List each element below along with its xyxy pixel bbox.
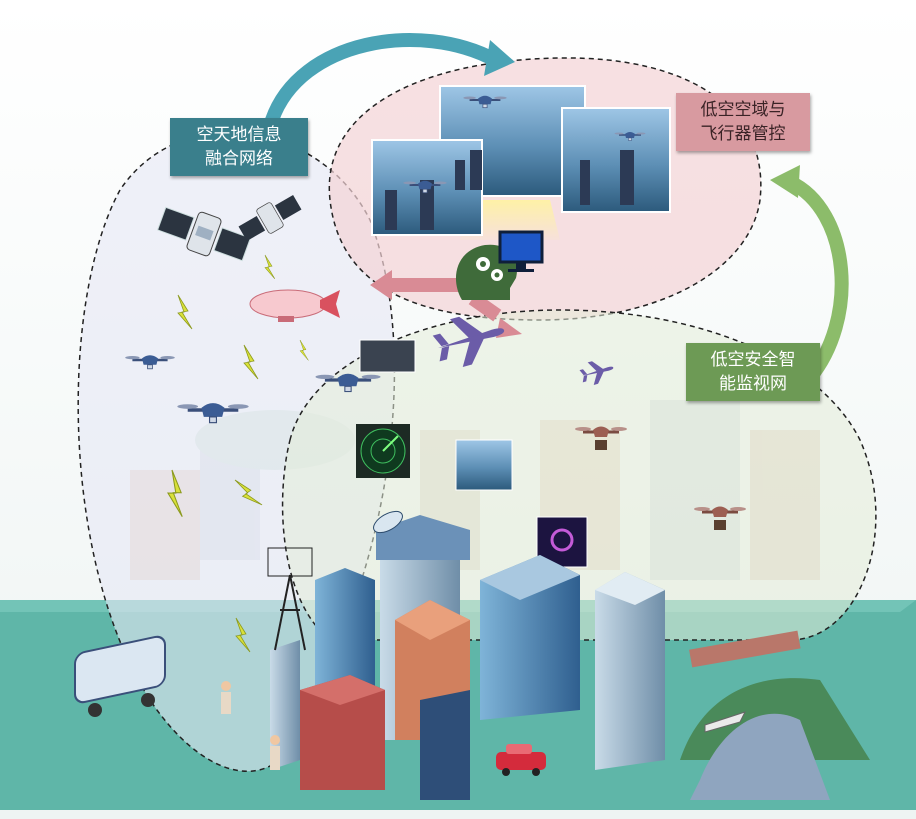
airship-icon	[249, 289, 340, 322]
tower-icon	[267, 547, 313, 651]
label-space-air-ground-network: 空天地信息 融合网络	[170, 118, 308, 176]
label-airspace-control: 低空空域与 飞行器管控	[676, 93, 810, 151]
satellite-icon	[156, 206, 252, 262]
bridge-icon	[680, 630, 870, 800]
arrow-surveillance-to-control	[783, 175, 849, 387]
person-icon	[221, 681, 280, 770]
satellite-icon	[238, 194, 302, 242]
ship-icon	[704, 711, 746, 733]
monitor-icon	[498, 230, 544, 272]
radar-icon	[356, 424, 410, 478]
sensor-image	[359, 339, 416, 373]
label-safety-surveillance: 低空安全智 能监视网	[686, 343, 820, 401]
arrow-network-to-control	[265, 33, 502, 127]
photo-collage	[371, 85, 671, 240]
car-icon	[496, 744, 546, 776]
satellite-dish-icon	[373, 510, 403, 534]
bus-icon	[74, 635, 166, 717]
city-thumbnail	[455, 439, 513, 491]
